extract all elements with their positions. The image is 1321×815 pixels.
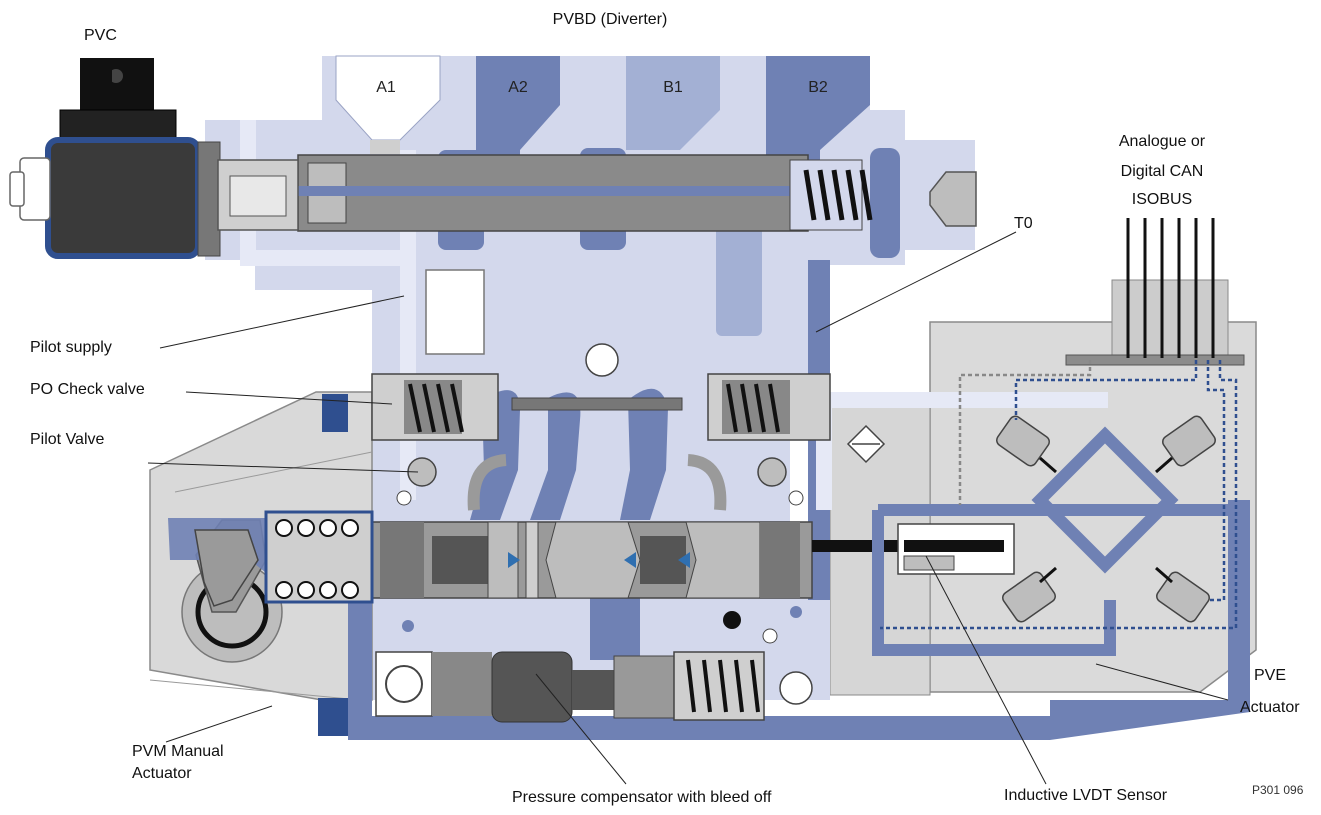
label-pilot-valve: Pilot Valve [30,431,105,448]
label-lvdt-sensor: Inductive LVDT Sensor [1004,787,1168,804]
po-check-valve-left [371,373,499,441]
leader-lines [147,231,1229,785]
label-signal-line-3: ISOBUS [1131,191,1193,208]
orifice [585,343,619,377]
label-pvm-line-2: Actuator [132,765,192,782]
label-pvc: PVC [84,27,117,44]
po-check-valve-right [707,373,831,441]
label-pve-line-2: Actuator [1240,699,1300,716]
signal-cable-wires [1126,218,1215,358]
port-a1-channel [335,55,485,355]
pve-lvdt-sensor [897,523,1015,575]
main-spool [371,521,902,599]
end-plug [929,171,977,227]
diverter-spring [803,169,873,221]
diagram-title: PVBD (Diverter) [552,11,668,28]
pve-solenoid-valves [996,415,1216,623]
port-b1-label: B1 [663,79,683,96]
pve-actuator-housing [829,279,1257,696]
check-valve-link-rod [511,397,683,411]
diverter-spool [296,154,863,232]
pressure-compensator [375,606,813,723]
label-signal-line-2: Digital CAN [1120,163,1204,180]
port-b2-label: B2 [808,79,828,96]
port-a1-label: A1 [376,79,396,96]
label-pilot-supply: Pilot supply [30,339,112,356]
label-pressure-compensator: Pressure compensator with bleed off [512,789,772,806]
spool-centering-balls [264,510,374,604]
filter-symbol [846,424,886,464]
label-po-check-valve: PO Check valve [30,381,145,398]
port-b1-channel [626,56,762,336]
label-signal-line-1: Analogue or [1118,133,1206,150]
pvc-solenoid [9,58,299,259]
port-a2-label: A2 [508,79,528,96]
label-pve-line-1: PVE [1254,667,1287,684]
label-pvm-line-1: PVM Manual [132,743,224,760]
pilot-valves [396,454,804,511]
label-t0: T0 [1014,215,1033,232]
figure-id: P301 096 [1252,783,1304,797]
pve-control-wiring [880,360,1238,630]
pve-bridge-channels [872,426,1246,656]
